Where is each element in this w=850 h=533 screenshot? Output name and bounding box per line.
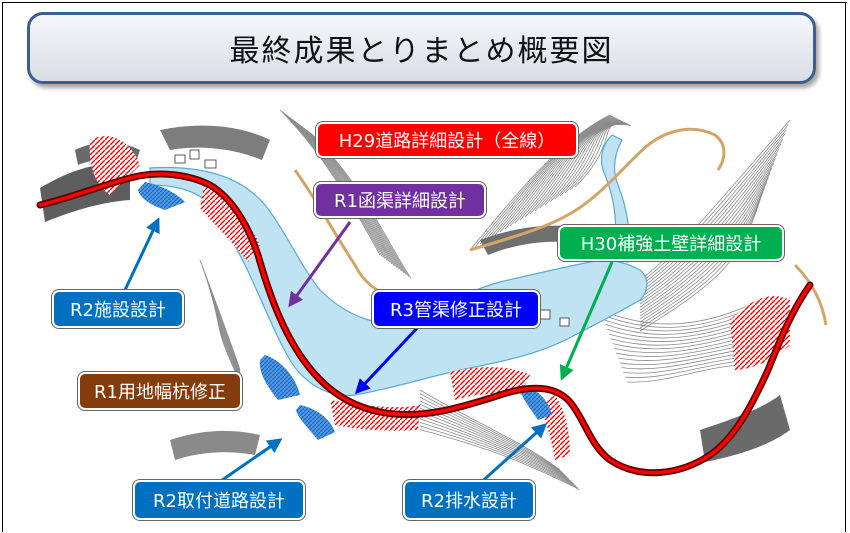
contour-line xyxy=(499,117,617,233)
facility-area-drain xyxy=(520,385,552,420)
river xyxy=(149,166,648,397)
r3-pipe-arrow xyxy=(354,323,422,395)
label-h30-wall-design-text: H30補強土壁詳細設計 xyxy=(580,234,762,255)
label-r1-land-boundary-text: R1用地幅杭修正 xyxy=(94,382,226,403)
contour-line xyxy=(639,196,762,329)
label-r3-pipe-design: R3管渠修正設計 xyxy=(372,290,540,328)
contour-line xyxy=(489,116,615,239)
contour-line xyxy=(282,111,383,257)
title-banner: 最終成果とりまとめ概要図 xyxy=(27,12,816,84)
r1-culvert-arrow xyxy=(288,221,352,308)
existing-road-southwest xyxy=(170,430,260,460)
tan-road-right xyxy=(793,263,828,326)
contour-line xyxy=(639,119,791,281)
contour-line xyxy=(639,201,760,332)
contour-line xyxy=(212,293,241,379)
contour-line xyxy=(419,414,573,483)
contour-line xyxy=(504,118,618,230)
contour-line xyxy=(208,282,241,376)
page-title: 最終成果とりまとめ概要図 xyxy=(229,34,614,69)
label-r2-drainage-design: R2排水設計 xyxy=(403,480,535,520)
contour-line xyxy=(639,124,789,284)
contour-line xyxy=(599,299,761,325)
facility-area-culvert xyxy=(259,355,300,400)
label-r1-land-boundary: R1用地幅杭修正 xyxy=(78,372,242,410)
label-r2-drainage-design-text: R2排水設計 xyxy=(421,491,517,512)
contour-line xyxy=(479,115,613,245)
label-r2-facility-design-text: R2施設設計 xyxy=(70,300,166,321)
label-r3-pipe-design-text: R3管渠修正設計 xyxy=(390,300,522,321)
contour-line xyxy=(419,418,575,485)
road-alignment-center xyxy=(38,172,812,475)
label-r2-access-road-design: R2取付道路設計 xyxy=(133,480,305,520)
facility-area-west xyxy=(138,182,185,210)
frame-top-border xyxy=(2,2,847,3)
facility-area-access xyxy=(296,405,335,440)
fill-area-south xyxy=(330,400,420,431)
contour-line xyxy=(494,117,616,236)
fill-area-culvert xyxy=(200,180,260,262)
r2-facility-arrow xyxy=(123,217,160,291)
contour-line xyxy=(474,115,612,248)
contour-line xyxy=(419,425,579,489)
contour-line xyxy=(419,429,580,491)
contour-line xyxy=(484,116,614,242)
label-r1-culvert-design: R1函渠詳細設計 xyxy=(314,182,486,218)
contour-line xyxy=(210,287,241,378)
contour-line xyxy=(419,396,564,474)
tan-road-east xyxy=(469,127,726,252)
label-h29-road-design: H29道路詳細設計（全線） xyxy=(316,122,578,158)
label-h30-wall-design: H30補強土壁詳細設計 xyxy=(558,225,784,261)
label-r2-access-road-design-text: R2取付道路設計 xyxy=(153,491,285,512)
contour-line xyxy=(469,114,611,251)
h30-wall-arrow xyxy=(559,261,614,381)
r2-access-arrow xyxy=(214,438,283,487)
contour-line xyxy=(419,389,561,471)
fill-area-west xyxy=(89,136,140,195)
contour-line xyxy=(279,109,381,256)
frame-right-border xyxy=(845,2,846,532)
contour-line xyxy=(419,407,570,480)
label-r2-facility-design: R2施設設計 xyxy=(52,290,184,328)
contour-line xyxy=(574,123,632,188)
label-r1-culvert-design-text: R1函渠詳細設計 xyxy=(334,191,466,212)
frame-left-border xyxy=(2,2,3,532)
contour-line xyxy=(419,411,572,482)
r2-drain-arrow xyxy=(476,422,548,487)
contour-line xyxy=(639,191,764,326)
label-h29-road-design-text: H29道路詳細設計（全線） xyxy=(338,131,556,152)
existing-road-center xyxy=(160,125,270,160)
contour-line xyxy=(419,422,577,487)
contour-line xyxy=(419,393,563,473)
contour-line xyxy=(639,129,787,287)
